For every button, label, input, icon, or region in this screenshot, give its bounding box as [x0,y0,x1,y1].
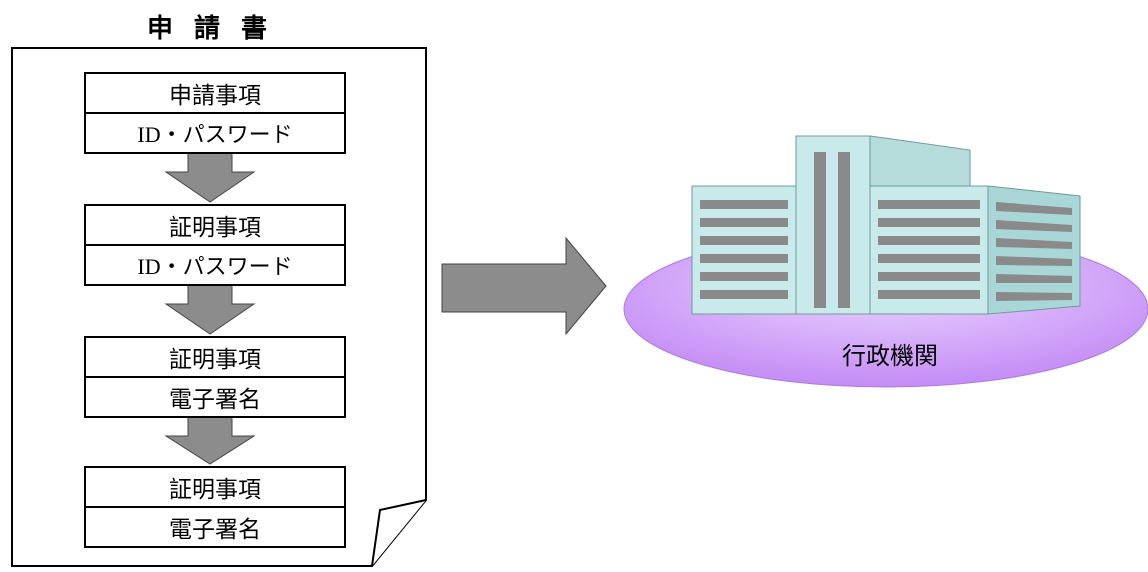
block-bottom-label: ID・パスワード [86,244,344,284]
block-top-label: 証明事項 [169,347,261,373]
block-bottom-label: 電子署名 [86,376,344,416]
down-arrow-icon [164,151,256,203]
document-title: 申 請 書 [146,14,274,44]
block-bottom-label: ID・パスワード [86,112,344,152]
block-bottom-label: 電子署名 [86,506,344,546]
request-block-4: 証明事項 電子署名 [84,466,346,548]
block-top-label: 証明事項 [169,477,261,503]
office-building-icon [691,135,1081,315]
request-block-2: 証明事項 ID・パスワード [84,204,346,286]
down-arrow-icon [164,283,256,335]
down-arrow-icon [164,415,256,465]
organization-label: 行政機関 [842,342,938,370]
block-top-label: 証明事項 [169,215,261,241]
request-block-1: 申請事項 ID・パスワード [84,72,346,154]
request-block-3: 証明事項 電子署名 [84,336,346,418]
right-arrow-icon [441,236,607,336]
block-top-label: 申請事項 [169,83,261,109]
